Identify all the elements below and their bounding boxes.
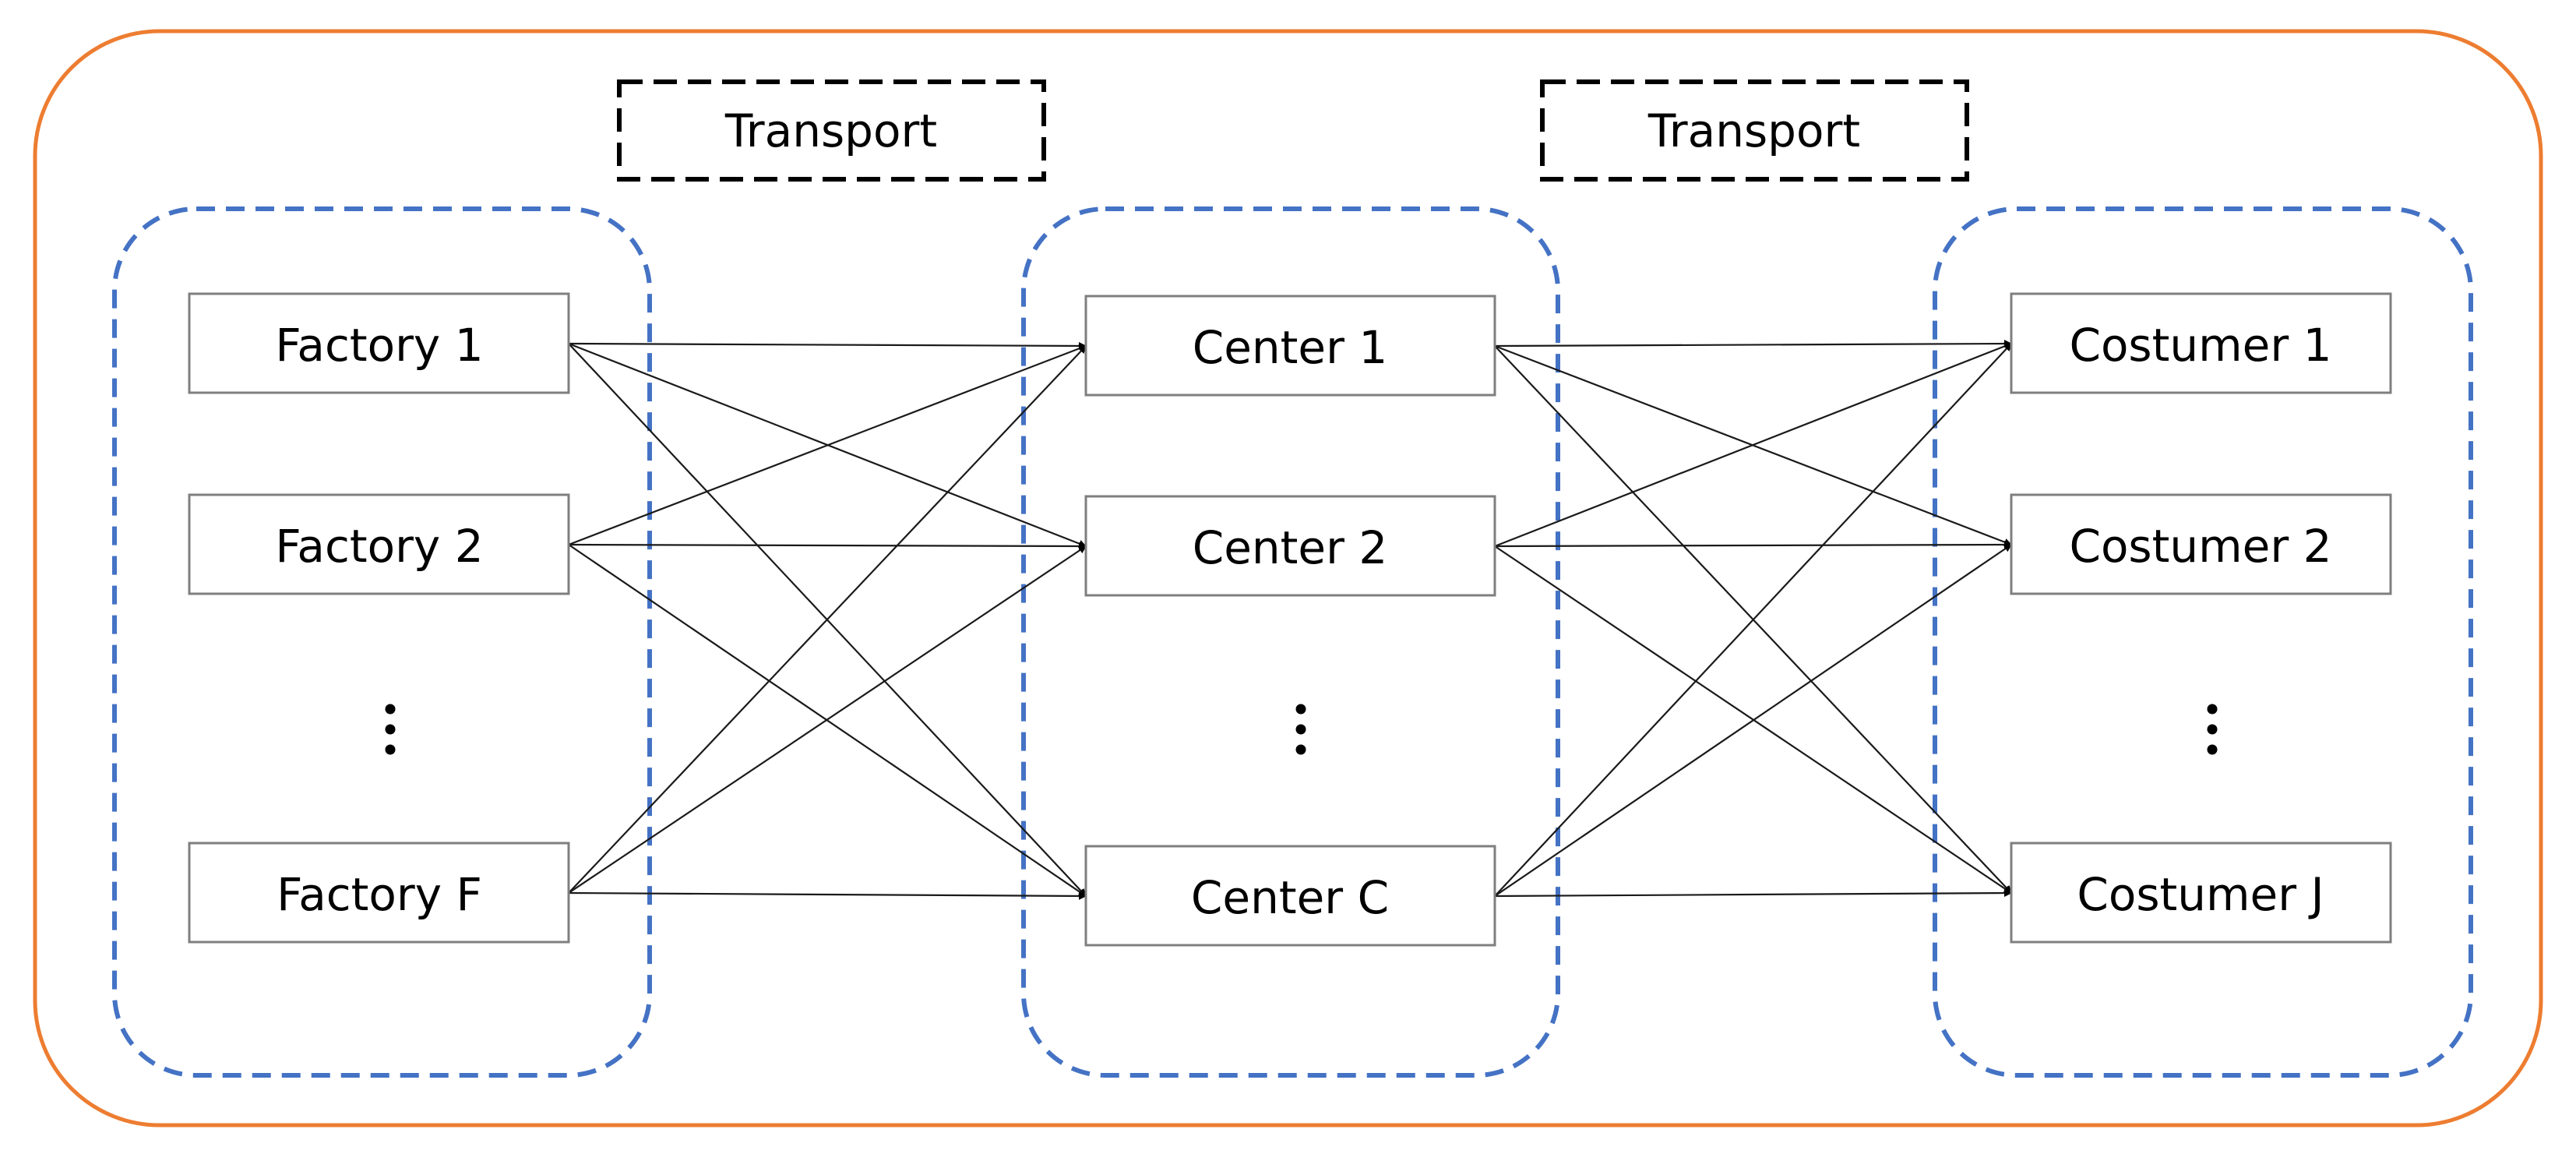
factory-node-f-label: Factory F: [277, 868, 482, 921]
customers-ellipsis: [2207, 704, 2218, 755]
customer-node-2-label: Costumer 2: [2069, 520, 2331, 573]
factories-ellipsis: [385, 704, 396, 755]
transport-label-right: Transport: [1540, 79, 1969, 182]
centers-group: [1021, 206, 1560, 1078]
transport-label-left-text: Transport: [724, 104, 937, 157]
center-to-customer-edge-2-2: [1494, 541, 2012, 549]
factories-group: [112, 206, 652, 1078]
factory-node-1: Factory 1: [188, 292, 570, 394]
system-boundary: [33, 29, 2543, 1128]
customer-node-j-label: Costumer J: [2077, 868, 2324, 921]
transport-label-left: Transport: [617, 79, 1046, 182]
factory-to-center-edge-2-1: [568, 344, 1087, 546]
customer-node-1-label: Costumer 1: [2069, 319, 2331, 372]
transport-label-right-text: Transport: [1647, 104, 1860, 157]
center-to-customer-edge-3-2: [1494, 544, 2012, 897]
center-node-c: Center C: [1084, 845, 1496, 947]
center-node-1: Center 1: [1084, 295, 1496, 397]
factory-to-center-edge-3-3: [568, 891, 1087, 900]
center-to-customer-edge-1-1: [1494, 340, 2012, 348]
center-to-customer-edge-3-1: [1494, 343, 2012, 897]
factory-node-f: Factory F: [188, 842, 570, 944]
center-node-2: Center 2: [1084, 495, 1496, 597]
customers-group: [1933, 206, 2473, 1078]
center-node-c-label: Center C: [1191, 871, 1389, 924]
center-to-customer-edge-2-1: [1494, 342, 2012, 548]
factory-to-center-edge-2-2: [568, 542, 1087, 550]
factory-to-center-edge-3-1: [568, 345, 1087, 894]
center-node-2-label: Center 2: [1193, 521, 1388, 574]
edges-layer: [568, 340, 2012, 900]
customer-node-1: Costumer 1: [2010, 292, 2392, 394]
factory-node-2: Factory 2: [188, 493, 570, 595]
customer-node-j: Costumer J: [2010, 842, 2392, 944]
factory-node-2-label: Factory 2: [275, 520, 483, 573]
factory-node-1-label: Factory 1: [275, 319, 483, 372]
factory-to-center-edge-3-2: [568, 545, 1087, 894]
factory-to-center-edge-1-1: [568, 341, 1087, 350]
centers-ellipsis: [1295, 704, 1306, 755]
customer-node-2: Costumer 2: [2010, 493, 2392, 595]
center-to-customer-edge-3-3: [1494, 889, 2012, 898]
center-node-1-label: Center 1: [1193, 321, 1388, 374]
